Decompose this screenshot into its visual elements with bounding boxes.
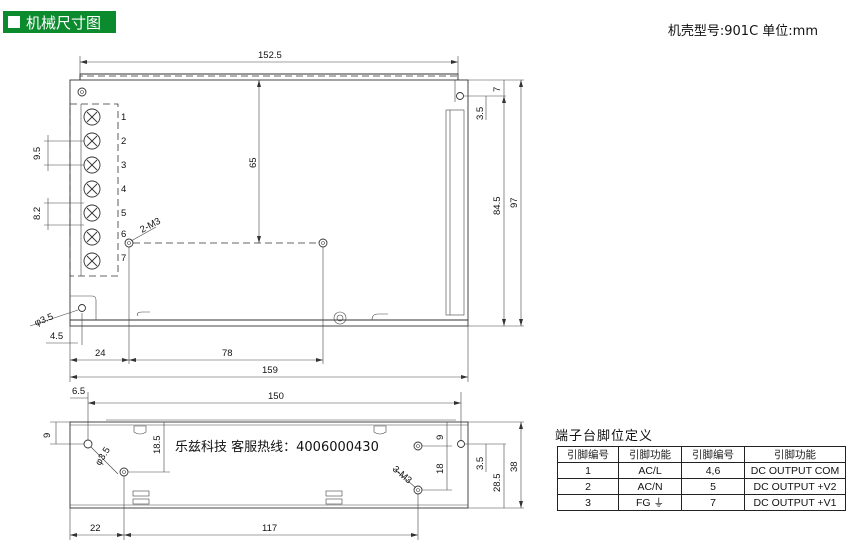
dim-9-left: 9 bbox=[42, 433, 53, 438]
table-cell: DC OUTPUT COM bbox=[744, 462, 846, 479]
label-2-m3: 2-M3 bbox=[138, 216, 162, 236]
pin-definition-table: 引脚编号 引脚功能 引脚编号 引脚功能 1 AC/L 4,6 DC OUTPUT… bbox=[557, 446, 846, 511]
table-cell: 4,6 bbox=[681, 462, 745, 479]
top-view: 1 2 3 4 5 6 7 152.5 65 9.5 bbox=[29, 50, 524, 382]
terminal-number: 5 bbox=[121, 208, 126, 219]
dim-4-5: 4.5 bbox=[50, 331, 63, 342]
square-icon bbox=[8, 16, 20, 28]
table-header: 引脚功能 bbox=[618, 446, 682, 463]
dim-78: 78 bbox=[222, 348, 233, 359]
section-title-badge: 机械尺寸图 bbox=[3, 11, 116, 33]
section-title: 机械尺寸图 bbox=[26, 13, 102, 32]
dim-97: 97 bbox=[509, 197, 520, 208]
dim-3-5-top: 3.5 bbox=[475, 107, 486, 120]
table-cell: 5 bbox=[681, 478, 745, 495]
dim-65: 65 bbox=[248, 157, 259, 168]
dim-8-2: 8.2 bbox=[32, 207, 43, 220]
terminal-number: 4 bbox=[121, 184, 126, 195]
table-row: 2 AC/N 5 DC OUTPUT +V2 bbox=[557, 478, 846, 495]
terminal-block bbox=[69, 103, 119, 277]
dim-7: 7 bbox=[492, 87, 503, 92]
table-cell: AC/N bbox=[618, 478, 682, 495]
table-cell: 1 bbox=[557, 462, 619, 479]
dim-28-5: 28.5 bbox=[492, 474, 503, 493]
table-cell: 2 bbox=[557, 478, 619, 495]
table-row: 1 AC/L 4,6 DC OUTPUT COM bbox=[557, 462, 846, 479]
dim-3-5-right: 3.5 bbox=[475, 457, 486, 470]
top-view-outline bbox=[69, 79, 469, 327]
table-header: 引脚编号 bbox=[681, 446, 745, 463]
dim-phi-3-5-front: φ3.5 bbox=[93, 445, 113, 467]
contact-hotline: 乐兹科技 客服热线：4006000430 bbox=[175, 440, 379, 455]
terminal-number: 7 bbox=[121, 253, 126, 264]
dim-9-5: 9.5 bbox=[32, 147, 43, 160]
table-cell: 3 bbox=[557, 494, 619, 511]
front-view-outline bbox=[69, 421, 469, 509]
table-cell: AC/L bbox=[618, 462, 682, 479]
dim-24: 24 bbox=[95, 348, 106, 359]
table-header: 引脚编号 bbox=[557, 446, 619, 463]
table-header: 引脚功能 bbox=[744, 446, 846, 463]
table-header-row: 引脚编号 引脚功能 引脚编号 引脚功能 bbox=[557, 446, 846, 463]
terminal-number: 3 bbox=[121, 160, 126, 171]
table-cell: DC OUTPUT +V1 bbox=[744, 494, 846, 511]
terminal-number: 2 bbox=[121, 136, 126, 147]
pin-table-title: 端子台脚位定义 bbox=[555, 429, 654, 444]
dim-22: 22 bbox=[90, 523, 101, 534]
dim-18: 18 bbox=[435, 463, 446, 474]
dim-9-right: 9 bbox=[435, 435, 446, 440]
table-cell: FG ⏚ bbox=[618, 494, 682, 511]
dim-phi-3-5: φ3.5 bbox=[33, 311, 55, 328]
front-view: 6.5 150 9 18.5 φ3.5 9 18 3-M3 3.5 bbox=[42, 386, 524, 540]
terminal-number: 1 bbox=[121, 112, 126, 123]
dim-117: 117 bbox=[262, 523, 277, 534]
dim-18-5: 18.5 bbox=[152, 436, 163, 455]
terminal-screws bbox=[83, 108, 101, 270]
table-row: 3 FG ⏚ 7 DC OUTPUT +V1 bbox=[557, 494, 846, 511]
dim-150: 150 bbox=[268, 391, 284, 402]
dim-6-5: 6.5 bbox=[72, 386, 85, 397]
dim-38: 38 bbox=[509, 461, 520, 472]
dim-152-5: 152.5 bbox=[258, 50, 282, 61]
table-cell: 7 bbox=[681, 494, 745, 511]
terminal-number: 6 bbox=[121, 229, 126, 240]
dim-159: 159 bbox=[262, 365, 278, 376]
model-unit-label: 机壳型号:901C 单位:mm bbox=[667, 24, 818, 39]
table-cell: DC OUTPUT +V2 bbox=[744, 478, 846, 495]
dim-84-5: 84.5 bbox=[492, 197, 503, 216]
